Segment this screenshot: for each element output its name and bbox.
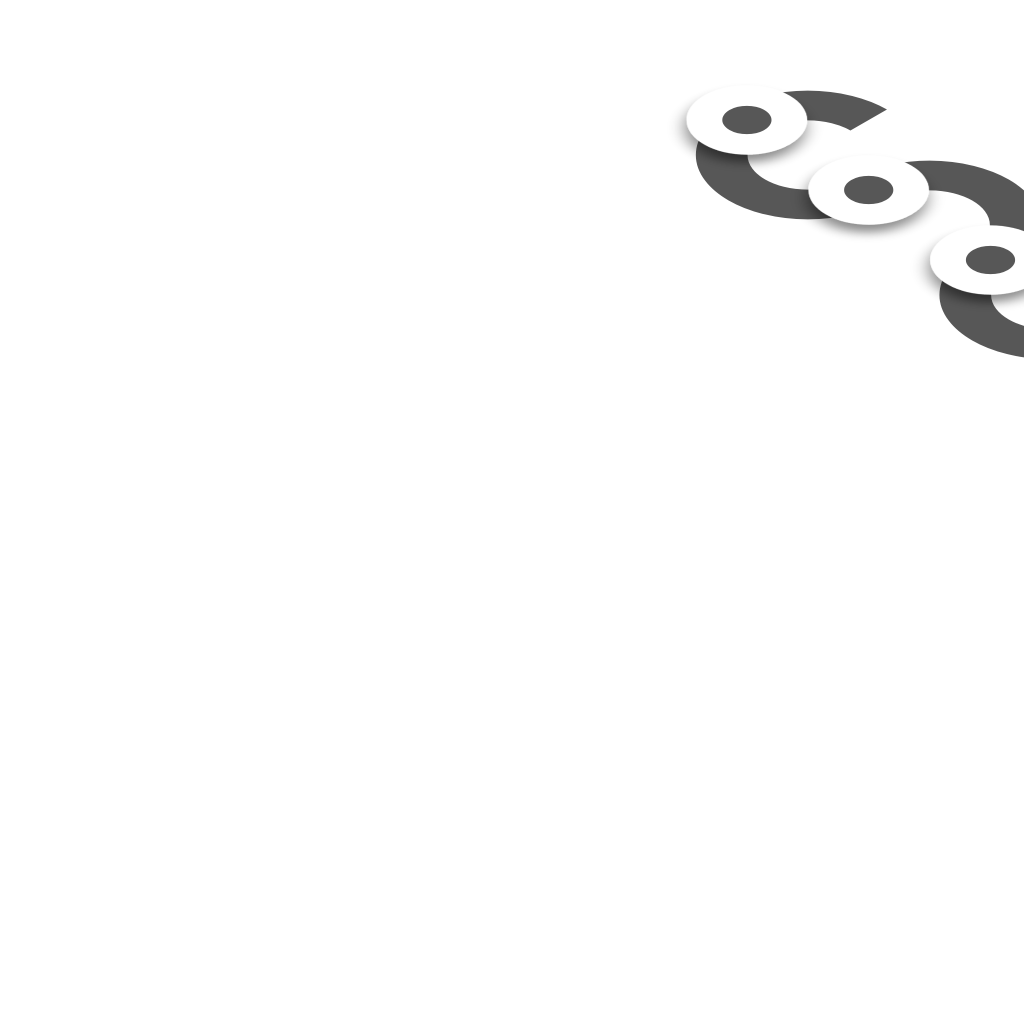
- node-1: [686, 85, 808, 155]
- node-2: [808, 155, 929, 225]
- isometric-plane: [686, 85, 1024, 500]
- serpentine-path: [695, 90, 1024, 500]
- node-group: [686, 85, 1024, 295]
- node-dot: [965, 245, 1016, 275]
- node-dot: [722, 105, 772, 135]
- node-dot: [844, 175, 894, 205]
- node-3: [930, 225, 1024, 295]
